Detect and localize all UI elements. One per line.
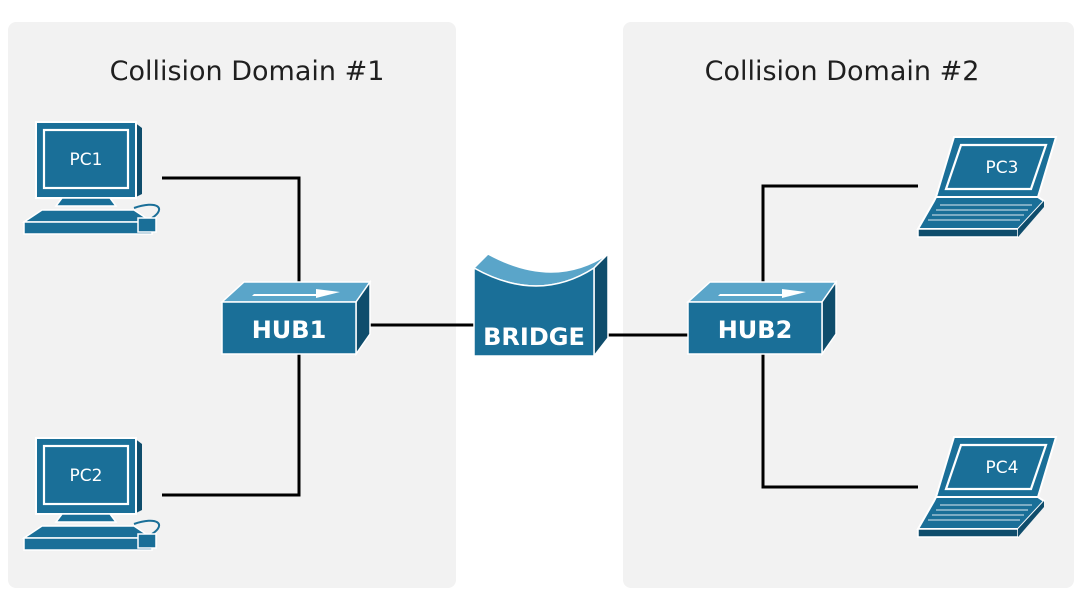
link-hub2-pc3 [761, 184, 918, 282]
desktop-computer-icon [21, 437, 160, 551]
pc3-label: PC3 [986, 158, 1019, 178]
pc1-label: PC1 [70, 150, 103, 170]
link-pc1-hub1 [162, 176, 301, 282]
hub2-label: HUB2 [718, 316, 793, 344]
collision-domain-1-title: Collision Domain #1 [110, 56, 385, 87]
hub2[interactable]: HUB2 [686, 279, 838, 357]
link-hub2-pc4 [761, 352, 918, 489]
pc4-laptop[interactable]: PC4 [916, 436, 1058, 538]
hub-icon [686, 279, 838, 357]
pc1-desktop[interactable]: PC1 [21, 121, 160, 235]
collision-domain-2-title: Collision Domain #2 [705, 56, 980, 87]
bridge-label: BRIDGE [483, 323, 585, 351]
laptop-icon [916, 136, 1058, 238]
hub1[interactable]: HUB1 [220, 279, 372, 357]
pc2-desktop[interactable]: PC2 [21, 437, 160, 551]
laptop-icon [916, 436, 1058, 538]
link-pc2-hub1 [162, 352, 301, 497]
hub-icon [220, 279, 372, 357]
connections [162, 176, 918, 497]
hub1-label: HUB1 [252, 316, 327, 344]
bridge-icon [472, 252, 609, 359]
bridge[interactable]: BRIDGE [472, 252, 609, 359]
desktop-computer-icon [21, 121, 160, 235]
pc3-laptop[interactable]: PC3 [916, 136, 1058, 238]
pc4-label: PC4 [986, 458, 1019, 478]
pc2-label: PC2 [70, 466, 103, 486]
